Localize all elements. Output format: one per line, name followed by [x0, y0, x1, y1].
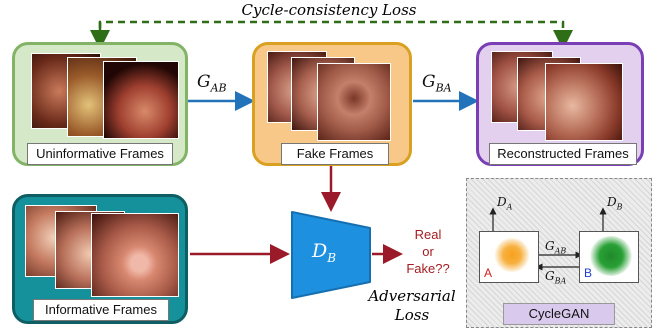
uninformative-frames-box: Uninformative Frames: [12, 42, 188, 166]
reconstructed-frames-label: Reconstructed Frames: [489, 143, 637, 165]
frame-image: [545, 63, 623, 141]
cycle-loss-title: Cycle-consistency Loss: [241, 1, 417, 19]
frame-image: [103, 61, 179, 139]
g-ba-label: GBA: [422, 72, 452, 95]
reconstructed-frames-box: Reconstructed Frames: [476, 42, 644, 166]
fake-frames-box: Fake Frames: [252, 42, 412, 166]
inset-gab-label: GAB: [545, 239, 567, 256]
g-ab-label: GAB: [197, 72, 227, 95]
fake-frames-label: Fake Frames: [281, 143, 389, 165]
domain-b-panel: B: [579, 231, 639, 283]
real-or-fake-text: Real or Fake??: [406, 227, 450, 276]
domain-a-panel: A: [479, 231, 539, 283]
domain-a-scatter: [494, 238, 530, 272]
inset-gba-label: GBA: [545, 269, 567, 286]
cyclegan-inset: DA DB A B GAB GBA CycleGAN: [466, 178, 652, 328]
domain-b-scatter: [590, 236, 632, 276]
discriminator-shape: [291, 211, 371, 299]
discriminator-label: DB: [312, 240, 337, 265]
adversarial-loss-label: Adversarial Loss: [368, 287, 456, 324]
uninformative-frames-label: Uninformative Frames: [27, 143, 173, 165]
informative-frames-label: Informative Frames: [33, 299, 169, 321]
inset-arrows: [489, 207, 607, 271]
frame-image: [91, 213, 179, 297]
domain-a-label: A: [484, 266, 493, 280]
cyclegan-title: CycleGAN: [503, 303, 615, 325]
inset-da-label: DA: [497, 195, 513, 212]
inset-db-label: DB: [607, 195, 623, 212]
frame-image: [317, 63, 391, 141]
informative-frames-box: Informative Frames: [12, 194, 188, 324]
domain-b-label: B: [584, 266, 593, 280]
